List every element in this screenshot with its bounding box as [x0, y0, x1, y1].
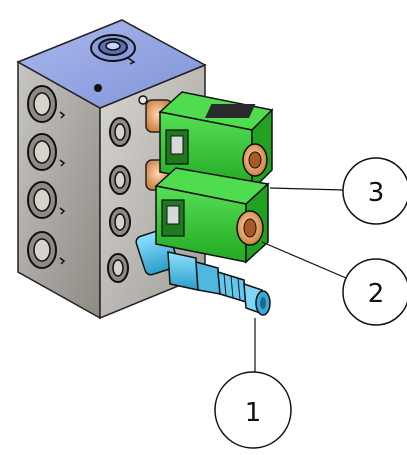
front-port [109, 165, 131, 195]
front-face-ports [107, 117, 131, 283]
callout-circle [214, 371, 292, 449]
callout-label: 1 [245, 398, 262, 428]
leader-lines [254, 187, 347, 376]
callout-label: 3 [368, 178, 385, 208]
callout-1: 1 [214, 371, 292, 449]
manifold-top-face [16, 19, 207, 109]
front-port [107, 253, 129, 283]
callout-label: 2 [368, 279, 385, 309]
front-screw [138, 95, 148, 105]
leader-line-3 [269, 187, 345, 191]
left-face-ports [27, 85, 66, 269]
left-port [27, 181, 66, 219]
front-port [109, 117, 131, 147]
callout-circle [342, 157, 407, 225]
top-port [90, 34, 136, 65]
callout-3: 3 [342, 157, 407, 225]
leader-line-2 [261, 241, 347, 279]
left-port [27, 133, 66, 171]
callout-circle [342, 258, 407, 326]
left-port [27, 85, 66, 123]
front-port [109, 207, 131, 237]
left-port [27, 231, 66, 269]
top-bolt-hole [94, 84, 102, 92]
solenoid-lower [154, 167, 270, 264]
upper-connector-top [204, 104, 256, 118]
callout-2: 2 [342, 258, 407, 326]
